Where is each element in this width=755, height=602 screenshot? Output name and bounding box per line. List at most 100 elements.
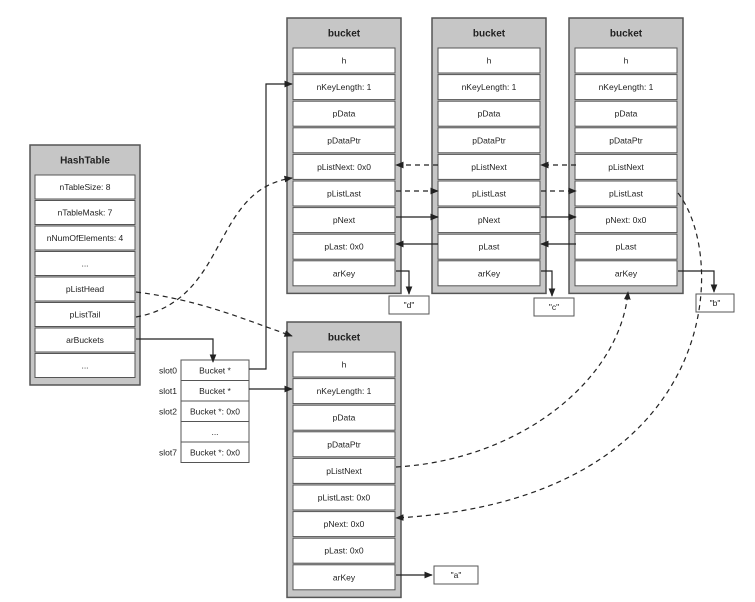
bucket-b-cell [574,74,678,101]
slot-value: Bucket *: 0x0 [190,447,240,457]
bucket-a-cell [292,564,396,591]
hashtable-field: arBuckets [66,335,104,345]
b-plistlast-arrow [395,192,703,521]
bucket-b-field: pDataPtr [609,135,643,145]
bucket-a-field: arKey [333,572,356,582]
b-arkey-arrow [678,270,718,293]
bucket-a-field: pDataPtr [327,439,361,449]
key-d-box [388,295,430,315]
bucket-d-cell [292,180,396,207]
bucket-d-title: bucket [328,29,361,40]
bucket-a-field: h [342,360,347,370]
key-b-label: "b" [710,298,721,308]
bucket-c-field: pListNext [471,162,507,172]
bucket-b-field: pListLast [609,189,644,199]
bucket-d-field: pNext [333,215,356,225]
hashtable-field: ... [81,361,88,371]
bucket-a-field: pData [333,413,356,423]
slot-cell [180,441,250,463]
slot-label: slot0 [159,365,177,375]
hashtable-cell [34,174,136,200]
bucket-c-cell [437,233,541,260]
bucket-b-field: pLast [616,242,637,252]
hashtable-field: pListTail [70,310,101,320]
bucket-a-cell [292,351,396,378]
bucket-c-field: pLast [479,242,500,252]
bucket-c-field: pDataPtr [472,135,506,145]
bucket-c-field: arKey [478,268,501,278]
hashtable-cell [34,353,136,378]
slot0-to-bucket-d-arrow [249,80,293,370]
hashtable-title: HashTable [60,156,110,167]
plisthead-arrow [135,291,293,337]
bucket-a-field: pListNext [326,466,362,476]
hashtable-cell [34,327,136,353]
key-a-label: "a" [451,570,462,580]
hashtable-field: pListHead [66,284,105,294]
bucket-b-field: arKey [615,268,638,278]
bucket-c-field: h [487,56,492,66]
bucket-d-field: pListNext: 0x0 [317,162,371,172]
bucket-d-cell [292,207,396,234]
slot-label: slot1 [159,386,177,396]
structure-boxes: HashTable nTableSize: 8 nTableMask: 7 nNumO… [29,17,735,599]
hashtable: HashTable nTableSize: 8 nTableMask: 7 nNumO… [29,144,141,386]
bucket-c-cell [437,260,541,287]
hashtable-field: nTableMask: 7 [58,208,113,218]
bucket-b-title: bucket [610,29,643,40]
bucket-d-cell [292,260,396,287]
bucket-a-cell [292,378,396,405]
bucket-d-field: pListLast [327,189,362,199]
key-a-box [433,565,479,585]
bucket-c-title: bucket [473,29,506,40]
key-c-box [533,297,575,317]
slot-label: slot2 [159,406,177,416]
bucket-c-cell [437,180,541,207]
bucket-b-cell [574,153,678,180]
hashtable-cell [34,225,136,251]
bucket-b-field: nKeyLength: 1 [599,82,654,92]
bucket-d-cell [292,47,396,74]
bucket-c-cell [437,47,541,74]
bucket-c: bucket h nKeyLength: 1 pData pDataPtr pListNe… [431,17,547,295]
plisttail-arrow [135,175,293,318]
slot-value: ... [211,427,218,437]
bucket-a-field: pNext: 0x0 [324,519,365,529]
bucket-d-field: arKey [333,268,356,278]
bucket-b-cell [574,233,678,260]
bucket-d-cell [292,233,396,260]
bucket-d-field: pDataPtr [327,135,361,145]
key-d-label: "d" [404,300,415,310]
slot-label: slot7 [159,447,177,457]
a-plistnext-arrow [395,291,631,468]
bucket-a-cell [292,457,396,484]
bucket-c-field: pListLast [472,189,507,199]
bucket-d-field: pData [333,109,356,119]
hashtable-cell [34,276,136,302]
bucket-c-field: pData [478,109,501,119]
slot-value: Bucket * [199,386,231,396]
hashtable-cell [34,302,136,327]
bucket-c-field: nKeyLength: 1 [462,82,517,92]
key-b-box [695,293,735,313]
bucket-b-field: pData [615,109,638,119]
bucket-d-field: nKeyLength: 1 [317,82,372,92]
pointer-arrows [135,80,718,579]
hashtable-cell [34,200,136,225]
slot-value: Bucket * [199,365,231,375]
bucket-b-field: h [624,56,629,66]
bucket-b-cell [574,207,678,234]
bucket-a-cell [292,431,396,458]
bucket-d-cell [292,74,396,101]
bucket-b-cell [574,47,678,74]
bucket-d-cell [292,153,396,180]
key-c-label: "c" [549,302,559,312]
arbuckets-arrow [136,338,217,363]
bucket-d-field: pLast: 0x0 [324,242,363,252]
bucket-a-field: pListLast: 0x0 [318,493,371,503]
d-arkey-arrow [396,270,413,295]
hashtable-field: nNumOfElements: 4 [47,233,124,243]
hashtable-field: nTableSize: 8 [59,182,110,192]
